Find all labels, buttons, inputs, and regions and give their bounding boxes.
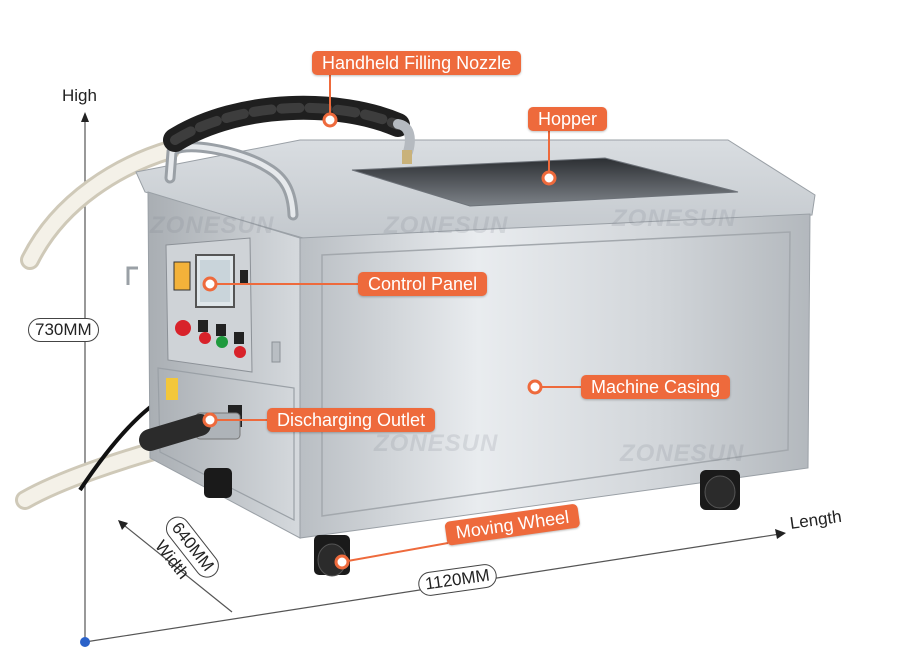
machine-body [126, 95, 816, 577]
watermark: ZONESUN [612, 205, 737, 232]
label-hopper: Hopper [528, 107, 608, 131]
watermark: ZONESUN [620, 440, 745, 467]
dimension-high-label: High [62, 86, 97, 105]
watermark: ZONESUN [150, 212, 275, 239]
watermark: ZONESUN [374, 430, 499, 457]
label-handheld-filling-nozzle: Handheld Filling Nozzle [312, 51, 522, 75]
label-control-panel: Control Panel [358, 272, 488, 296]
label-machine-casing: Machine Casing [581, 375, 731, 399]
watermark: ZONESUN [384, 212, 509, 239]
origin-dot [80, 637, 90, 647]
dimension-high-value: 730MM [28, 318, 99, 342]
callout-leaders [202, 72, 584, 570]
label-discharging-outlet: Discharging Outlet [267, 408, 436, 432]
